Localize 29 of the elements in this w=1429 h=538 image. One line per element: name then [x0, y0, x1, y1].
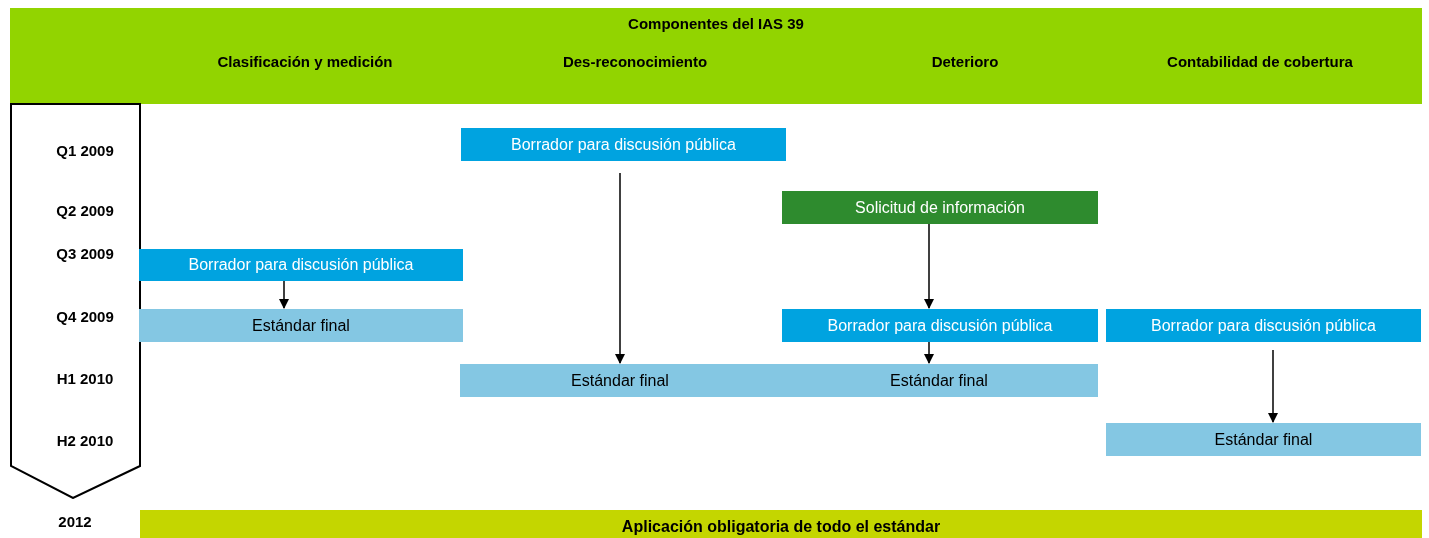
period-label: H1 2010 [55, 370, 115, 387]
period-label: H2 2010 [55, 432, 115, 449]
arrow [615, 172, 625, 364]
header-band [10, 8, 1422, 104]
process-box: Borrador para discusión pública [139, 249, 463, 281]
year-label: 2012 [57, 513, 93, 530]
column-header: Deterioro [930, 53, 1000, 70]
arrow [924, 341, 934, 364]
header-title: Componentes del IAS 39 [628, 15, 804, 32]
process-box: Solicitud de información [782, 191, 1098, 224]
process-box: Estándar final [460, 364, 780, 397]
period-label: Q4 2009 [55, 308, 115, 325]
period-label: Q1 2009 [55, 142, 115, 159]
column-header: Des-reconocimiento [561, 53, 709, 70]
process-box: Borrador para discusión pública [782, 309, 1098, 342]
arrow [1268, 349, 1278, 423]
process-box: Borrador para discusión pública [1106, 309, 1421, 342]
process-box: Estándar final [139, 309, 463, 342]
period-label: Q3 2009 [55, 245, 115, 262]
process-box: Estándar final [780, 364, 1098, 397]
column-header: Contabilidad de cobertura [1166, 53, 1354, 70]
timeline-chevron [10, 103, 141, 499]
footer-band: Aplicación obligatoria de todo el estándar [140, 510, 1422, 538]
arrow [279, 280, 289, 309]
period-label: Q2 2009 [55, 202, 115, 219]
column-header: Clasificación y medición [216, 53, 394, 70]
process-box: Borrador para discusión pública [461, 128, 786, 161]
arrow [924, 223, 934, 309]
process-box: Estándar final [1106, 423, 1421, 456]
